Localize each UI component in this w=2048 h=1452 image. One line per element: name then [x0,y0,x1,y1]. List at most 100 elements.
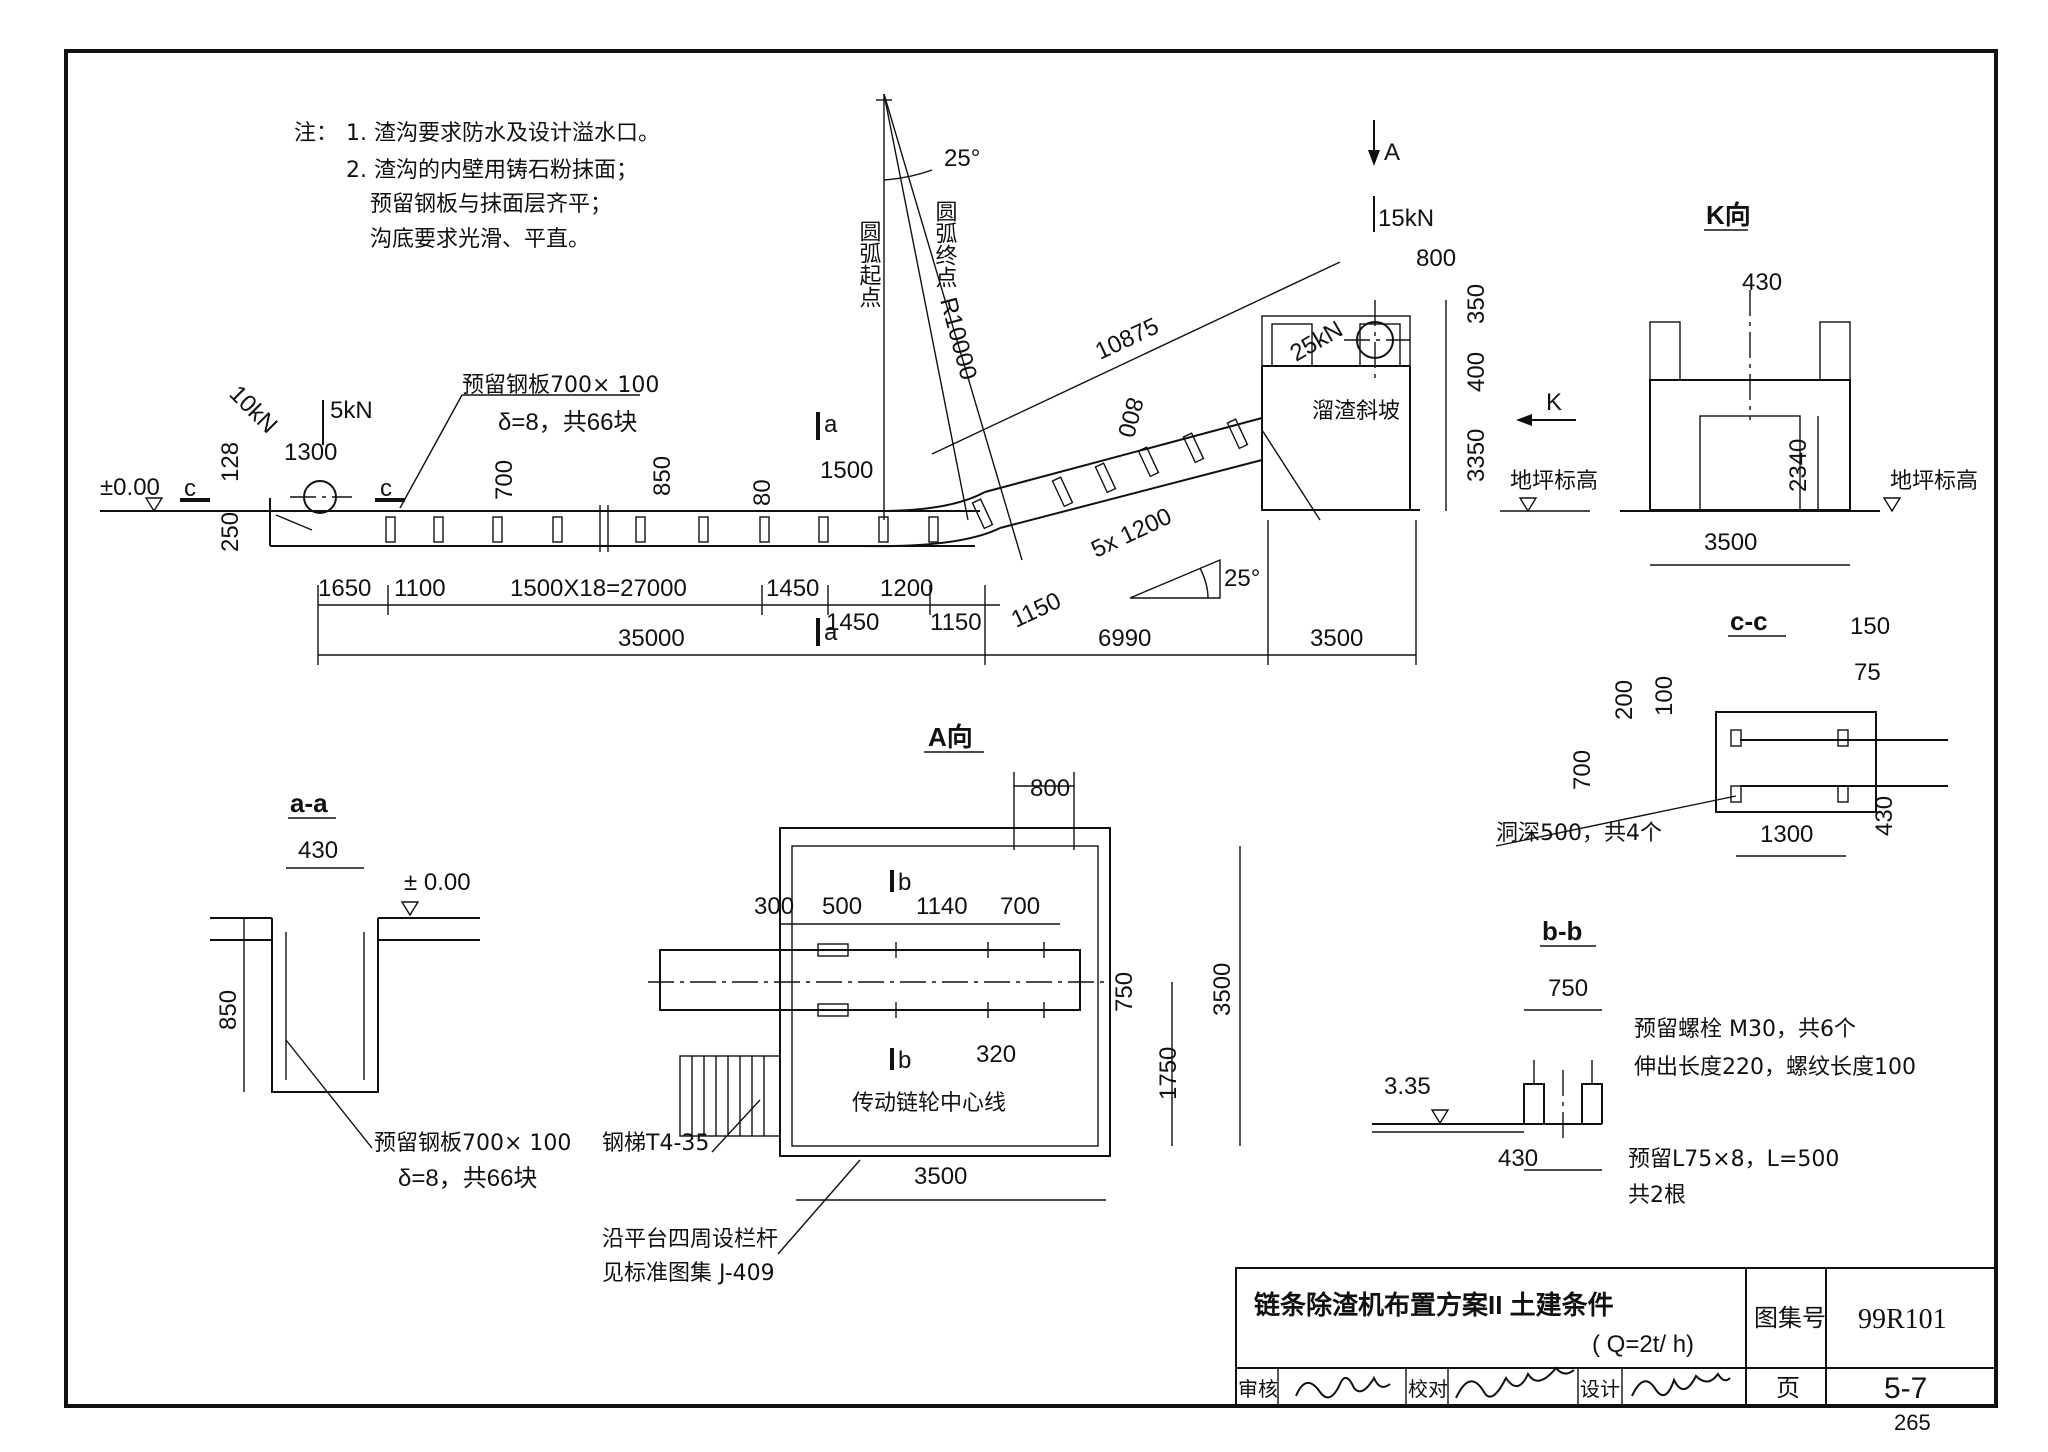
signature-check [1455,1366,1575,1399]
a-stair-label: 钢梯T4-35 [602,1131,709,1156]
head-frame [1261,365,1411,511]
cc-view: c-c 150 75 200 100 700 430 1300 洞深500，共4… [1495,606,1948,857]
load-15kn: 15kN [1378,205,1434,232]
a-rail-label1: 沿平台四周设栏杆 [602,1227,778,1252]
drawing-frame [64,49,1998,1408]
dim-400: 400 [1463,352,1490,392]
dim-27000: 1500X18=27000 [510,575,687,602]
a-bolt-marks [888,942,1052,1018]
bb-dim-430: 430 [1498,1145,1538,1172]
head-bracket-left [1271,323,1313,367]
dim-350: 350 [1463,284,1490,324]
atlas-no: 99R101 [1858,1304,1947,1335]
a-dim-3500v: 3500 [1209,963,1236,1016]
notes-line3: 预留钢板与抹面层齐平； [370,192,612,217]
design-label: 设计 [1580,1377,1620,1401]
a-dim-1140: 1140 [916,893,968,920]
a-platform-outer [779,827,1111,1157]
page-no: 5-7 [1884,1372,1927,1405]
head-bracket-right [1359,323,1401,367]
cc-hole-label: 洞深500，共4个 [1496,821,1662,846]
zero-mark: ±0.00 [100,474,160,501]
k-dim-430: 430 [1742,269,1782,296]
page-number: 265 [1894,1410,1931,1435]
dim-800s: 800 [1112,394,1148,440]
page-label: 页 [1776,1374,1800,1402]
angle-arc [883,169,933,181]
a-stair [679,1055,781,1137]
arc-start: 圆弧起点 [856,220,882,308]
notes-line4: 沟底要求光滑、平直。 [370,227,590,252]
bb-dim-750: 750 [1548,975,1588,1002]
notes-prefix: 注： [294,121,338,146]
trench-plates [385,516,939,543]
dim-128: 128 [217,442,244,482]
a-dim-320: 320 [976,1041,1016,1068]
notes: 注： 1. 渣沟要求防水及设计溢水口。 2. 渣沟的内壁用铸石粉抹面； 预留钢板… [294,121,660,252]
dim-1150b: 1150 [1007,587,1065,633]
a-view: A向 [602,722,1241,1286]
a-section-b-bottom-label: b [898,1047,911,1074]
arc-end: 圆弧终点 [932,200,958,288]
aa-view-title: a-a [290,788,328,818]
plate-leader [399,394,463,509]
chute-top [984,417,1263,493]
aa-view: a-a 430 ± 0.00 850 预留钢板700× 100 δ=8，共66块 [210,788,571,1192]
cc-dim-700: 700 [1569,750,1596,790]
cc-view-title: c-c [1730,606,1768,636]
aa-dim-430: 430 [298,837,338,864]
a-view-title: A向 [928,722,973,752]
aa-plate-leader [285,1039,373,1149]
atlas-label: 图集号 [1754,1304,1826,1332]
load-10kn: 10kN [224,380,283,439]
dim-3500: 3500 [1310,625,1363,652]
a-dim-300: 300 [754,893,794,920]
dim-1200: 1200 [880,575,933,602]
ground-marker-right [1518,497,1538,513]
arc-bottom [859,527,1001,548]
arrow-k-head [1516,414,1532,426]
k-view: K向 430 2340 3500 地坪标高 [1620,200,1978,566]
chute-plates [971,418,1249,530]
bb-bolt-label2: 伸出长度220，螺纹长度100 [1634,1055,1916,1080]
arrow-k-label: K [1546,389,1562,416]
a-section-b-top-label: b [898,869,911,896]
cc-dim-200: 200 [1611,680,1638,720]
cc-dim-430: 430 [1871,796,1898,836]
arrow-a-label: A [1384,139,1400,166]
dim-800: 800 [1416,245,1456,272]
arc-top [879,491,986,512]
arc-end-line [883,93,1023,561]
dim-250: 250 [217,512,244,552]
bb-angle-label1: 预留L75×8，L=500 [1628,1147,1839,1172]
dim-80: 80 [749,479,776,506]
title-block: 链条除渣机布置方案II 土建条件 ( Q=2t/ h) 图集号 99R101 审… [1235,1267,1997,1407]
radius: R10000 [934,295,982,383]
dim-1450b: 1450 [826,609,879,636]
a-dim-1750: 1750 [1155,1047,1182,1100]
signature-review [1295,1375,1391,1399]
dim-1450: 1450 [766,575,819,602]
a-center-label: 传动链轮中心线 [852,1091,1006,1116]
radius-line [883,93,969,521]
k-dim-2340: 2340 [1785,439,1812,492]
a-dim-3500h: 3500 [914,1163,967,1190]
head-top [1261,315,1411,367]
main-elevation: ±0.00 [100,93,1598,665]
cc-dim-150: 150 [1850,613,1890,640]
review-label: 审核 [1238,1377,1278,1401]
angle-25: 25° [944,145,980,172]
notes-line2: 2. 渣沟的内壁用铸石粉抹面； [346,158,638,183]
dim-1150: 1150 [930,609,982,636]
k-ground-label: 地坪标高 [1890,469,1978,494]
dim-850: 850 [649,456,676,496]
check-label: 校对 [1408,1377,1448,1401]
aa-plate-label2: δ=8，共66块 [398,1165,537,1192]
cc-view-plate [1715,711,1877,813]
triangle-arc [1199,567,1209,599]
elevation-marker [144,497,164,513]
bb-view: b-b 750 预留螺栓 M30，共6个 伸出长度220，螺纹长度100 3.3… [1372,916,1916,1208]
cc-dim-100: 100 [1651,676,1678,716]
angle-triangle [1129,558,1221,599]
a-dim-500: 500 [822,893,862,920]
